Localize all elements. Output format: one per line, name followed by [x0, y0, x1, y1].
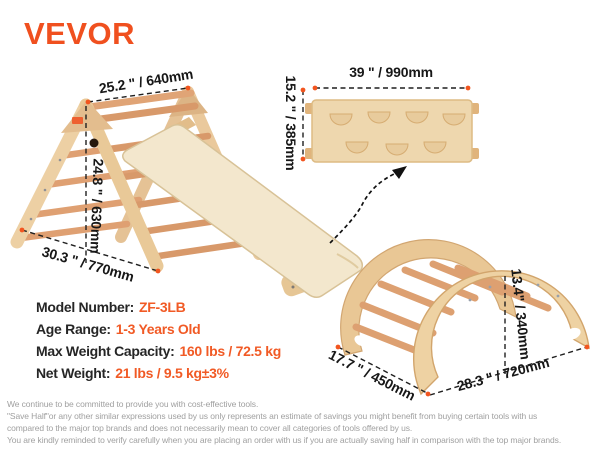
spec-value: 160 lbs / 72.5 kg — [179, 343, 281, 359]
dimension-lines — [21, 87, 588, 396]
spec-value: 21 lbs / 9.5 kg±3% — [115, 365, 229, 381]
slide-board-top-view — [305, 99, 479, 163]
triangle-climber-illustration — [10, 86, 265, 273]
disclaimer-line: compared to the major top brands and doe… — [7, 423, 413, 433]
disclaimer-line: We continue to be committed to provide y… — [7, 399, 259, 409]
spec-label: Net Weight: — [36, 365, 111, 381]
curved-arrow-icon — [329, 166, 407, 244]
disclaimer-text: We continue to be committed to provide y… — [7, 398, 599, 446]
spec-label: Age Range: — [36, 321, 111, 337]
dimension-endpoint-dots — [19, 85, 590, 397]
logo-sticker — [72, 117, 83, 124]
spec-label: Model Number: — [36, 299, 134, 315]
spec-value: ZF-3LB — [139, 299, 186, 315]
spec-list: Model Number: ZF-3LB Age Range:1-3 Years … — [36, 296, 281, 384]
disclaimer-line: You are kindly reminded to verify carefu… — [7, 435, 562, 445]
slide-ramp-illustration — [122, 117, 364, 298]
dimension-label-board-length: 39 " / 990mm — [349, 64, 433, 80]
spec-label: Max Weight Capacity: — [36, 343, 175, 359]
spec-row-max-weight: Max Weight Capacity:160 lbs / 72.5 kg — [36, 340, 281, 362]
dimension-label-board-width: 15.2 " / 385mm — [283, 75, 299, 171]
spec-row-net-weight: Net Weight:21 lbs / 9.5 kg±3% — [36, 362, 281, 384]
dimension-label-triangle-height: 24.8 " / 630mm — [87, 158, 107, 254]
spec-value: 1-3 Years Old — [115, 321, 201, 337]
brand-logo: VEVOR — [24, 16, 136, 51]
disclaimer-line: "Save Half"or any other similar expressi… — [7, 411, 538, 421]
spec-row-model-number: Model Number: ZF-3LB — [36, 296, 281, 318]
spec-row-age-range: Age Range:1-3 Years Old — [36, 318, 281, 340]
knob-dot — [89, 138, 99, 148]
arch-rocker-illustration — [340, 239, 590, 396]
